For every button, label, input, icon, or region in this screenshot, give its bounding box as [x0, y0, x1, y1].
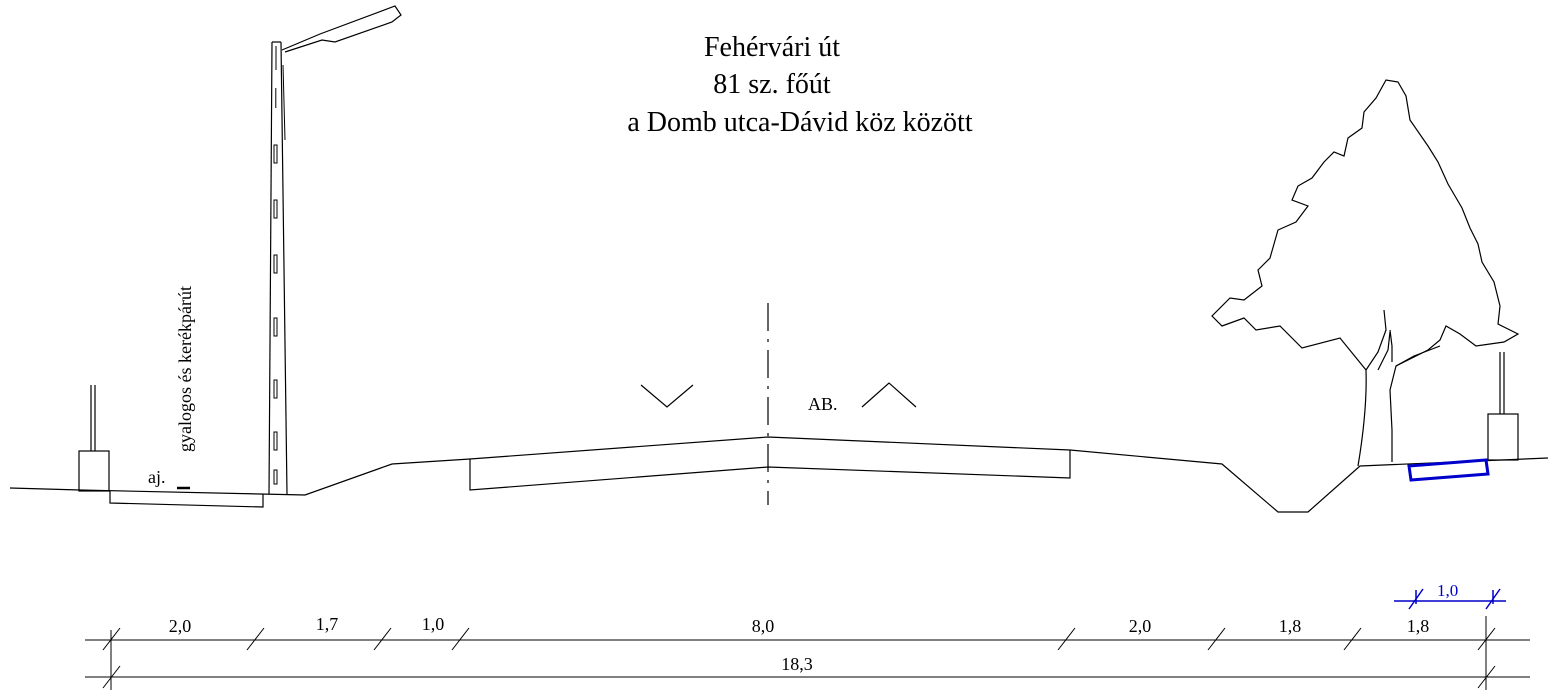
- aj-label: aj.: [148, 467, 166, 487]
- planned-trench: [1407, 458, 1490, 482]
- dim-label-6: 1,8: [1279, 616, 1302, 636]
- title-line-1: Fehérvári út: [704, 32, 840, 63]
- road-pavement-layer: [469, 450, 1071, 491]
- bike-path-layer: [109, 491, 264, 508]
- dim-label-3: 1,0: [422, 614, 445, 634]
- dim-total-label: 18,3: [781, 654, 813, 674]
- dim-label-2: 1,7: [316, 614, 339, 634]
- lamp-post: [268, 5, 402, 495]
- right-post: [1487, 352, 1519, 461]
- dimension-row-1: [85, 616, 1530, 690]
- blue-dimension: [1394, 588, 1506, 610]
- direction-chevron-up: [861, 382, 917, 408]
- dim-label-5: 2,0: [1129, 616, 1152, 636]
- dim-label-4: 8,0: [752, 616, 775, 636]
- ab-label: AB.: [808, 394, 838, 414]
- dim-label-7: 1,8: [1407, 616, 1430, 636]
- blue-dimension-label: 1,0: [1437, 581, 1458, 600]
- dimension-row-2: [85, 665, 1530, 689]
- ground-profile: [9, 436, 1549, 513]
- title-line-2: 81 sz. főút: [713, 69, 831, 100]
- direction-chevron-down: [640, 384, 694, 408]
- dim-label-1: 2,0: [169, 616, 192, 636]
- left-post: [78, 385, 110, 492]
- path-label-vertical: gyalogos és kerékpárút: [175, 286, 195, 452]
- tree: [1211, 79, 1520, 467]
- title-line-3: a Domb utca-Dávid köz között: [627, 107, 972, 138]
